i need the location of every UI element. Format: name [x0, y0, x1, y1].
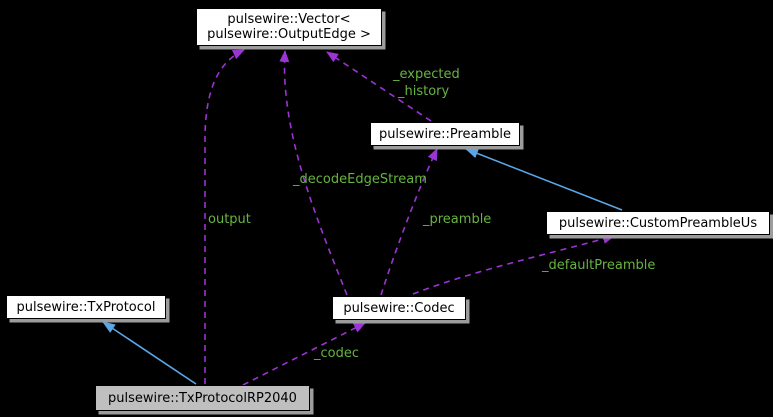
node-vector-outputedge[interactable]: pulsewire::Vector< pulsewire::OutputEdge… [196, 8, 382, 46]
edge-label-history: _history [398, 84, 450, 99]
edge-decode-edge-stream [279, 50, 348, 296]
edge-output [204, 49, 245, 384]
edge-label-preamble: _preamble [423, 212, 492, 227]
node-tx-protocol-rp2040: pulsewire::TxProtocolRP2040 [95, 385, 310, 411]
edge-inherit-txprotocol [102, 321, 197, 385]
edge-label-default-preamble: _defaultPreamble [542, 258, 656, 273]
node-custom-preamble-us[interactable]: pulsewire::CustomPreambleUs [546, 211, 770, 235]
edge-label-codec: _codec [314, 346, 359, 361]
node-tx-protocol[interactable]: pulsewire::TxProtocol [6, 295, 166, 319]
edge-preamble [380, 148, 438, 296]
node-vector-label: pulsewire::Vector< pulsewire::OutputEdge… [207, 12, 371, 42]
edge-expected-history [326, 51, 432, 122]
node-codec[interactable]: pulsewire::Codec [332, 296, 466, 320]
edge-default-preamble [412, 234, 615, 295]
edge-codec [242, 322, 366, 386]
edge-label-decode-edge-stream: _decodeEdgeStream [293, 172, 427, 187]
edge-inherit-preamble [465, 148, 623, 211]
edge-label-expected: _expected [393, 67, 460, 82]
node-preamble[interactable]: pulsewire::Preamble [370, 122, 520, 146]
edge-label-output: output [208, 212, 251, 227]
